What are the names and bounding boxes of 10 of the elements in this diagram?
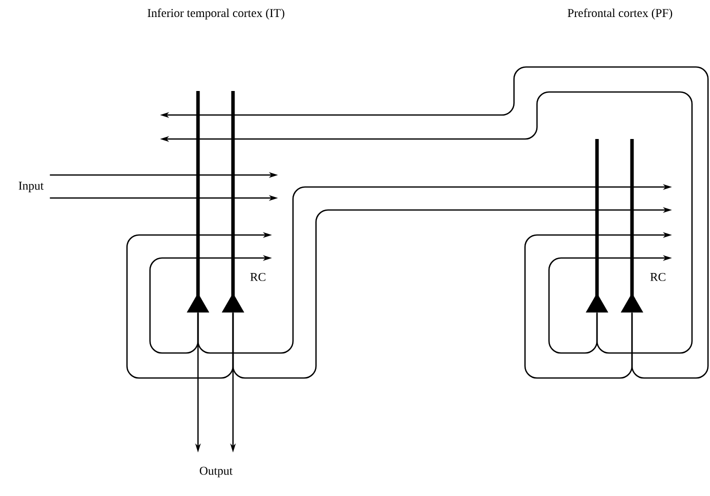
neuron <box>620 139 644 312</box>
node-label: Input <box>18 182 44 192</box>
neuron <box>186 91 210 312</box>
edge-label: RC <box>649 272 667 282</box>
neuron <box>222 91 244 312</box>
edge-label: RC <box>249 272 267 282</box>
node-label: Output <box>200 466 233 478</box>
region-title: Prefrontal cortex (PF) <box>568 8 672 20</box>
region-title: Inferior temporal cortex (IT) <box>148 8 284 20</box>
neuron <box>586 139 608 312</box>
